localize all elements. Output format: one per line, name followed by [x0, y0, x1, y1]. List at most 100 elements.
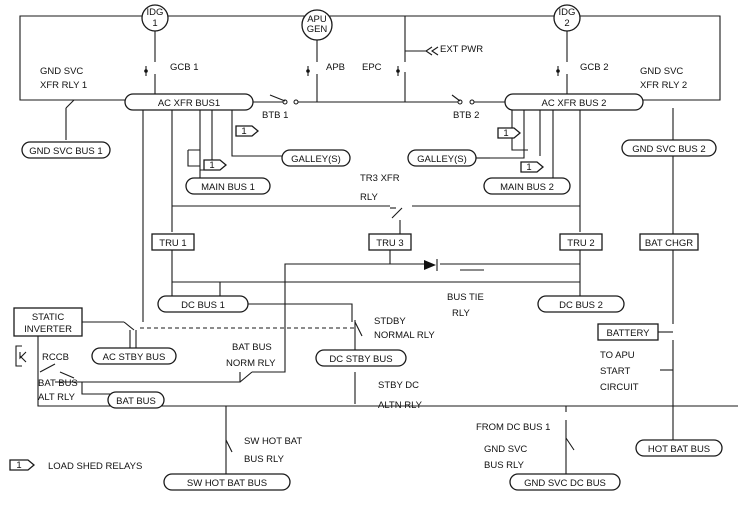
ext-pwr-label: EXT PWR: [440, 44, 483, 55]
sw-hot-bat-bus-rly-label-2: BUS RLY: [244, 454, 285, 465]
gcb2-label: GCB 2: [580, 62, 609, 73]
legend-flag-icon: [9, 459, 36, 471]
svg-text:1: 1: [241, 126, 246, 137]
svg-text:TRU 2: TRU 2: [567, 238, 594, 249]
ac-xfr-bus2-label: AC XFR BUS 2: [542, 98, 607, 109]
load-shed-flag-3: 1: [497, 127, 522, 139]
svg-text:INVERTER: INVERTER: [24, 324, 72, 335]
bat-bus-norm-rly-label-1: BAT BUS: [232, 342, 272, 353]
sw-hot-bat-bus-rly-label-1: SW HOT BAT: [244, 436, 302, 447]
btb2-label: BTB 2: [453, 110, 479, 121]
svg-text:GALLEY(S): GALLEY(S): [417, 154, 467, 165]
svg-text:DC BUS 1: DC BUS 1: [181, 300, 225, 311]
main-bus2: MAIN BUS 2: [483, 177, 571, 195]
gcb1-label: GCB 1: [170, 62, 199, 73]
legend-text: LOAD SHED RELAYS: [48, 461, 142, 472]
to-apu-label-3: CIRCUIT: [600, 382, 639, 393]
hot-bat-bus: HOT BAT BUS: [635, 439, 723, 457]
bat-bus-alt-rly-label-1: BAT BUS: [38, 378, 78, 389]
tr3-xfr-rly-switch: [391, 207, 403, 219]
gnd-svc-bus-switch: [565, 437, 575, 451]
bat-chgr: BAT CHGR: [639, 233, 699, 251]
svg-text:BAT BUS: BAT BUS: [116, 396, 156, 407]
main-bus1: MAIN BUS 1: [185, 177, 271, 195]
svg-text:MAIN BUS 2: MAIN BUS 2: [500, 182, 554, 193]
bat-bus-alt-switch: [59, 371, 75, 379]
to-apu-label-1: TO APU: [600, 350, 635, 361]
gnd-svc-bus2: GND SVC BUS 2: [621, 139, 717, 157]
bus-tie-rly-label-2: RLY: [452, 308, 470, 319]
stdby-normal-rly-label-2: NORMAL RLY: [374, 330, 435, 341]
svg-text:HOT BAT BUS: HOT BAT BUS: [648, 444, 710, 455]
gnd-svc-bus1-label: GND SVC BUS 1: [29, 146, 102, 157]
galley-bus1: GALLEY(S): [281, 149, 351, 167]
load-shed-flag-1: 1: [235, 125, 260, 137]
tr3-xfr-rly-label-2: RLY: [360, 192, 378, 203]
svg-text:TRU 1: TRU 1: [159, 238, 186, 249]
apu-gen-label-top: APU: [307, 14, 327, 25]
source-apu-gen: APU GEN: [301, 9, 333, 41]
stdby-normal-rly-label-1: STDBY: [374, 316, 406, 327]
stby-dc-altn-rly-label-1: STBY DC: [378, 380, 419, 391]
gnd-svc-bus-rly-label-1: GND SVC: [484, 444, 527, 455]
svg-text:SW HOT BAT BUS: SW HOT BAT BUS: [187, 478, 267, 489]
gnd-svc-xfr-rly1-label-1: GND SVC: [40, 66, 83, 77]
svg-text:AC STBY BUS: AC STBY BUS: [103, 352, 166, 363]
gnd-svc-xfr-rly2-label-1: GND SVC: [640, 66, 683, 77]
svg-text:DC BUS 2: DC BUS 2: [559, 300, 603, 311]
gnd-svc-dc-bus: GND SVC DC BUS: [509, 473, 621, 491]
idg2-label-num: 2: [564, 18, 569, 29]
apb-label: APB: [326, 62, 345, 73]
svg-text:MAIN BUS 1: MAIN BUS 1: [201, 182, 255, 193]
gnd-svc-xfr-rly1-label-2: XFR RLY 1: [40, 80, 87, 91]
svg-text:1: 1: [503, 128, 508, 139]
stby-dc-altn-rly-label-2: ALTN RLY: [378, 400, 423, 411]
load-shed-flag-4: 1: [520, 161, 545, 173]
bat-bus-norm-switch: [239, 371, 253, 383]
stby-switch-ac: [123, 321, 135, 331]
svg-text:GALLEY(S): GALLEY(S): [291, 154, 341, 165]
bat-bus-norm-rly-label-2: NORM RLY: [226, 358, 276, 369]
svg-text:TRU 3: TRU 3: [376, 238, 403, 249]
sw-hot-bat-bus: SW HOT BAT BUS: [163, 473, 291, 491]
battery: BATTERY: [597, 323, 659, 341]
sw-hot-bat-switch: [225, 439, 233, 453]
idg1-label-top: IDG: [147, 7, 164, 18]
legend-flag-number: 1: [16, 460, 21, 471]
source-idg2: IDG 2: [553, 4, 581, 32]
ext-pwr-connector: EXT PWR: [405, 44, 483, 56]
ac-xfr-bus2: AC XFR BUS 2: [504, 93, 644, 111]
source-idg1: IDG 1: [141, 4, 169, 32]
gnd-svc-bus-rly-label-2: BUS RLY: [484, 460, 525, 471]
svg-text:DC STBY BUS: DC STBY BUS: [329, 354, 392, 365]
ac-xfr-bus1: AC XFR BUS1: [124, 93, 254, 111]
bat-bus-alt-rly-label-2: ALT RLY: [38, 392, 76, 403]
gnd-svc-bus1: GND SVC BUS 1: [21, 141, 111, 159]
svg-text:1: 1: [526, 162, 531, 173]
galley-bus2: GALLEY(S): [407, 149, 477, 167]
tru2: TRU 2: [559, 233, 603, 251]
to-apu-label-2: START: [600, 366, 630, 377]
tru3: TRU 3: [368, 233, 412, 251]
rccb-label: RCCB: [42, 352, 69, 363]
dc-bus1: DC BUS 1: [157, 295, 249, 313]
load-shed-flag-2: 1: [203, 159, 228, 171]
gnd-svc-bus2-label: GND SVC BUS 2: [632, 144, 705, 155]
tr3-xfr-rly-label-1: TR3 XFR: [360, 173, 400, 184]
diode: [424, 259, 438, 271]
gnd-svc-xfr-rly2-label-2: XFR RLY 2: [640, 80, 687, 91]
dc-stby-bus: DC STBY BUS: [315, 349, 407, 367]
ac-xfr-bus1-label: AC XFR BUS1: [158, 98, 220, 109]
apu-gen-label-bottom: GEN: [307, 24, 328, 35]
tru1: TRU 1: [151, 233, 195, 251]
stdby-normal-switch: [354, 321, 363, 337]
idg2-label-top: IDG: [559, 7, 576, 18]
btb1-label: BTB 1: [262, 110, 288, 121]
breaker-symbols: [144, 66, 560, 105]
static-inverter: STATIC INVERTER: [13, 307, 83, 337]
bus-tie-rly-label-1: BUS TIE: [447, 292, 484, 303]
svg-text:1: 1: [209, 160, 214, 171]
idg1-label-num: 1: [152, 18, 157, 29]
